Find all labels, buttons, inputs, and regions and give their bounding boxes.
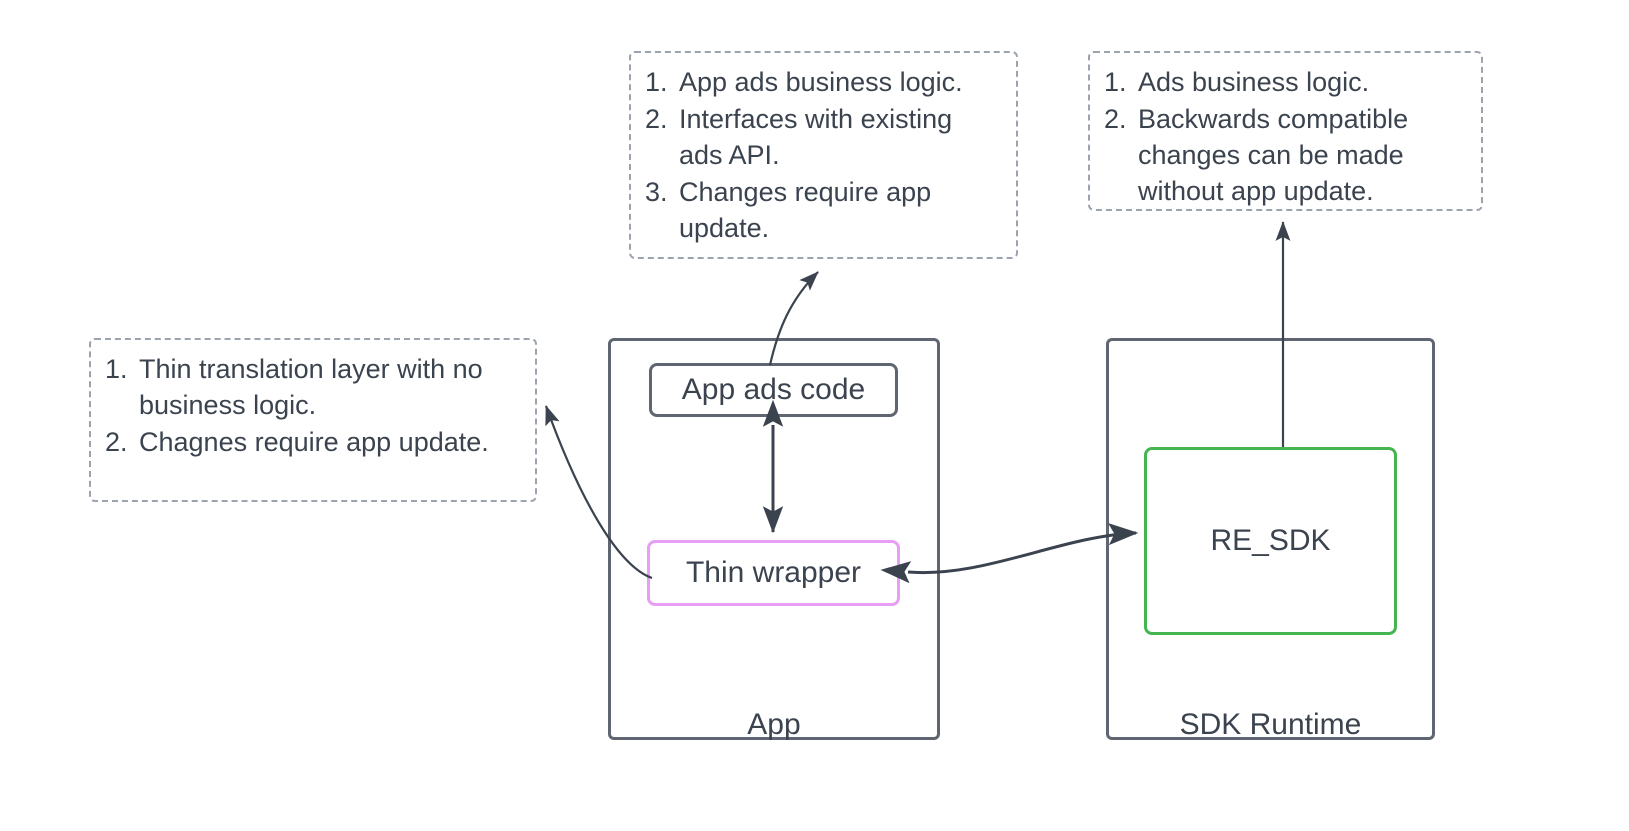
box-re-sdk: RE_SDK	[1144, 447, 1397, 635]
box-thin-wrapper: Thin wrapper	[647, 540, 900, 606]
app-container-label: App	[747, 708, 801, 741]
note-item: Ads business logic.	[1104, 65, 1370, 101]
note-item: Changes require app update.	[645, 175, 932, 243]
note-thin-wrapper-list: Thin translation layer with no business …	[105, 352, 519, 461]
note-item: Interfaces with existing ads API.	[645, 102, 953, 170]
note-item: Backwards compatible changes can be made…	[1104, 102, 1409, 206]
note-re-sdk: Ads business logic. Backwards compatible…	[1088, 51, 1483, 211]
note-item: Thin translation layer with no business …	[105, 352, 483, 420]
box-app-ads-code: App ads code	[649, 363, 898, 417]
note-app-ads-code: App ads business logic. Interfaces with …	[629, 51, 1018, 259]
note-item: App ads business logic.	[645, 65, 963, 101]
note-item: Chagnes require app update.	[105, 425, 489, 461]
sdk-runtime-container-label: SDK Runtime	[1179, 708, 1362, 741]
connector-thin-wrapper-to-re-sdk	[880, 523, 1139, 584]
note-app-ads-code-list: App ads business logic. Interfaces with …	[645, 65, 1000, 247]
note-re-sdk-list: Ads business logic. Backwards compatible…	[1104, 65, 1465, 210]
note-thin-wrapper: Thin translation layer with no business …	[89, 338, 537, 502]
